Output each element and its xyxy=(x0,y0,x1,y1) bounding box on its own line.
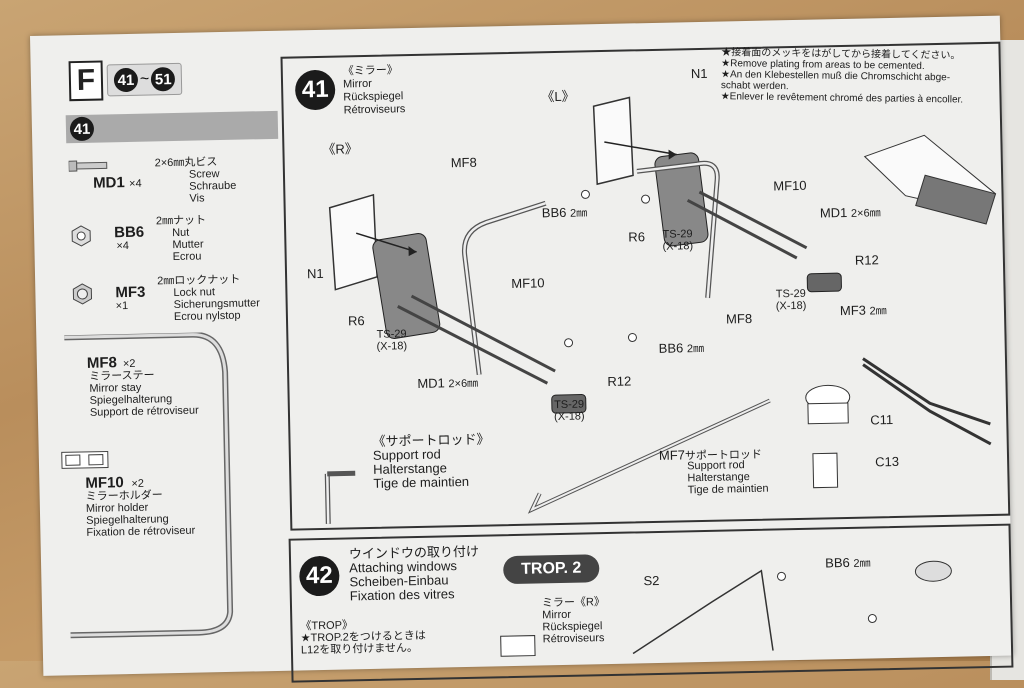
paint-ts29-right: TS-29 xyxy=(662,228,693,241)
part-qty-md1: ×4 xyxy=(128,177,142,190)
label-c13: C13 xyxy=(874,453,900,470)
label-mf8-top: MF8 xyxy=(450,154,477,171)
part-en-mf8: Mirror stay xyxy=(89,381,142,395)
part-en-md1: Screw xyxy=(188,168,220,181)
paint-ts29-far-right: TS-29 xyxy=(775,287,806,301)
label-c11: C11 xyxy=(870,412,894,428)
mirror-stay-drawing xyxy=(64,331,234,639)
part-de-mf3: Sicherungsmutter xyxy=(173,297,260,312)
paint-ts29-bottom: TS-29 xyxy=(554,398,585,412)
section-letter: F xyxy=(68,60,104,102)
md1-left-size: 2×6㎜ xyxy=(448,377,479,391)
label-r12-right: R12 xyxy=(854,252,879,268)
parts-bar: 41 xyxy=(65,110,279,144)
trop-note: 《TROP》 ★TROP.2をつけるときは L12を取り付けません。 xyxy=(300,618,426,656)
bb6-top-code: BB6 xyxy=(541,204,567,221)
label-md1-right: MD1 2×6㎜ xyxy=(819,204,881,221)
part-code-bb6: BB6 xyxy=(113,223,145,242)
part-en-mf3: Lock nut xyxy=(173,286,216,300)
paint-callout-right: TS-29 (X-18) xyxy=(662,228,693,253)
part-de-md1: Schraube xyxy=(189,179,237,193)
label-mf10-left: MF10 xyxy=(511,275,545,291)
paint-callout-far-right: TS-29 (X-18) xyxy=(775,287,807,313)
label-bb6-top: BB6 2㎜ xyxy=(541,204,588,221)
mf3-size: 2㎜ xyxy=(869,305,887,318)
part-qty-mf10: ×2 xyxy=(131,477,145,490)
label-n1-left: N1 xyxy=(306,265,324,282)
part-code-mf8: MF8 xyxy=(86,354,118,372)
label-bb6-bottom: BB6 2㎜ xyxy=(659,340,705,356)
mirror-assembly-diagram xyxy=(324,96,997,525)
label-mf3: MF3 2㎜ xyxy=(839,302,887,319)
range-separator: ~ xyxy=(139,70,150,88)
part-jp-bb6: 2㎜ナット xyxy=(155,214,207,228)
parts-list: MD1 ×4 2×6㎜丸ビス Screw Schraube Vis BB6 ×4… xyxy=(30,16,1000,639)
paint-x18-far-right: (X-18) xyxy=(775,299,807,313)
step-42-title-fr: Fixation des vitres xyxy=(349,586,455,604)
bb6-bottom-code: BB6 xyxy=(658,340,684,356)
mf7-fr: Tige de maintien xyxy=(687,482,769,497)
label-n1-right: N1 xyxy=(690,65,708,82)
md1-right-size: 2×6㎜ xyxy=(850,207,881,220)
label-mf10-right: MF10 xyxy=(773,177,807,194)
step-42-title: ウインドウの取り付け Attaching windows Scheiben-Ei… xyxy=(349,544,480,604)
screw-icon xyxy=(68,160,108,172)
part-qty-bb6: ×4 xyxy=(116,239,130,253)
windows-diagram xyxy=(500,560,952,657)
part-code-md1: MD1 xyxy=(92,174,125,192)
part-code-mf3: MF3 xyxy=(115,283,146,302)
part-qty-mf8: ×2 xyxy=(122,357,136,371)
part-en-bb6: Nut xyxy=(172,226,190,240)
bb6-top-size: 2㎜ xyxy=(569,207,588,220)
paint-x18-bottom: (X-18) xyxy=(553,410,585,424)
paint-callout-bottom: TS-29 (X-18) xyxy=(554,398,585,423)
paint-x18-left: (X-18) xyxy=(376,340,408,353)
part-fr-bb6: Ecrou xyxy=(172,250,202,264)
step-range: 41 ~ 51 xyxy=(106,62,183,97)
range-end: 51 xyxy=(151,66,176,92)
range-start: 41 xyxy=(113,67,139,93)
md1-left-code: MD1 xyxy=(417,375,445,391)
label-mf8-bottom: MF8 xyxy=(725,310,753,327)
lock-nut-icon xyxy=(72,283,93,305)
nut-icon xyxy=(71,225,91,247)
part-fr-md1: Vis xyxy=(189,192,205,205)
label-r6-left: R6 xyxy=(347,313,365,329)
paint-callout-left: TS-29 (X-18) xyxy=(376,328,407,353)
label-r6-right: R6 xyxy=(628,229,646,245)
parts-step-badge: 41 xyxy=(69,116,95,142)
label-md1-left: MD1 2×6㎜ xyxy=(417,375,478,391)
support-rod-caption: 《サポートロッド》 Support rod Halterstange Tige … xyxy=(372,431,490,491)
part-jp-mf8: ミラーステー xyxy=(89,369,155,383)
part-fr-mf8: Support de rétroviseur xyxy=(89,404,199,419)
mirror-holder-icon xyxy=(61,450,109,469)
part-fr-mf3: Ecrou nylstop xyxy=(173,309,241,324)
bb6-bottom-size: 2㎜ xyxy=(686,342,705,356)
md1-right-code: MD1 xyxy=(819,204,848,221)
mf3-code: MF3 xyxy=(839,302,867,319)
part-qty-mf3: ×1 xyxy=(115,300,129,313)
part-de-bb6: Mutter xyxy=(172,238,204,252)
instruction-page: F 41 ~ 51 41 MD1 ×4 2×6㎜丸ビス Screw Schrau… xyxy=(30,15,1014,683)
mf7-code: MF7 xyxy=(658,447,686,463)
support-rod-fr: Tige de maintien xyxy=(373,473,470,491)
part-jp-mf3: 2㎜ロックナット xyxy=(157,273,241,288)
paint-x18-right: (X-18) xyxy=(662,240,694,253)
section-header: F 41 ~ 51 xyxy=(68,59,183,102)
part-jp-mf10: ミラーホルダー xyxy=(85,489,163,503)
part-fr-mf10: Fixation de rétroviseur xyxy=(86,524,196,539)
paint-ts29-left: TS-29 xyxy=(376,328,407,341)
label-r12-left: R12 xyxy=(607,373,632,389)
